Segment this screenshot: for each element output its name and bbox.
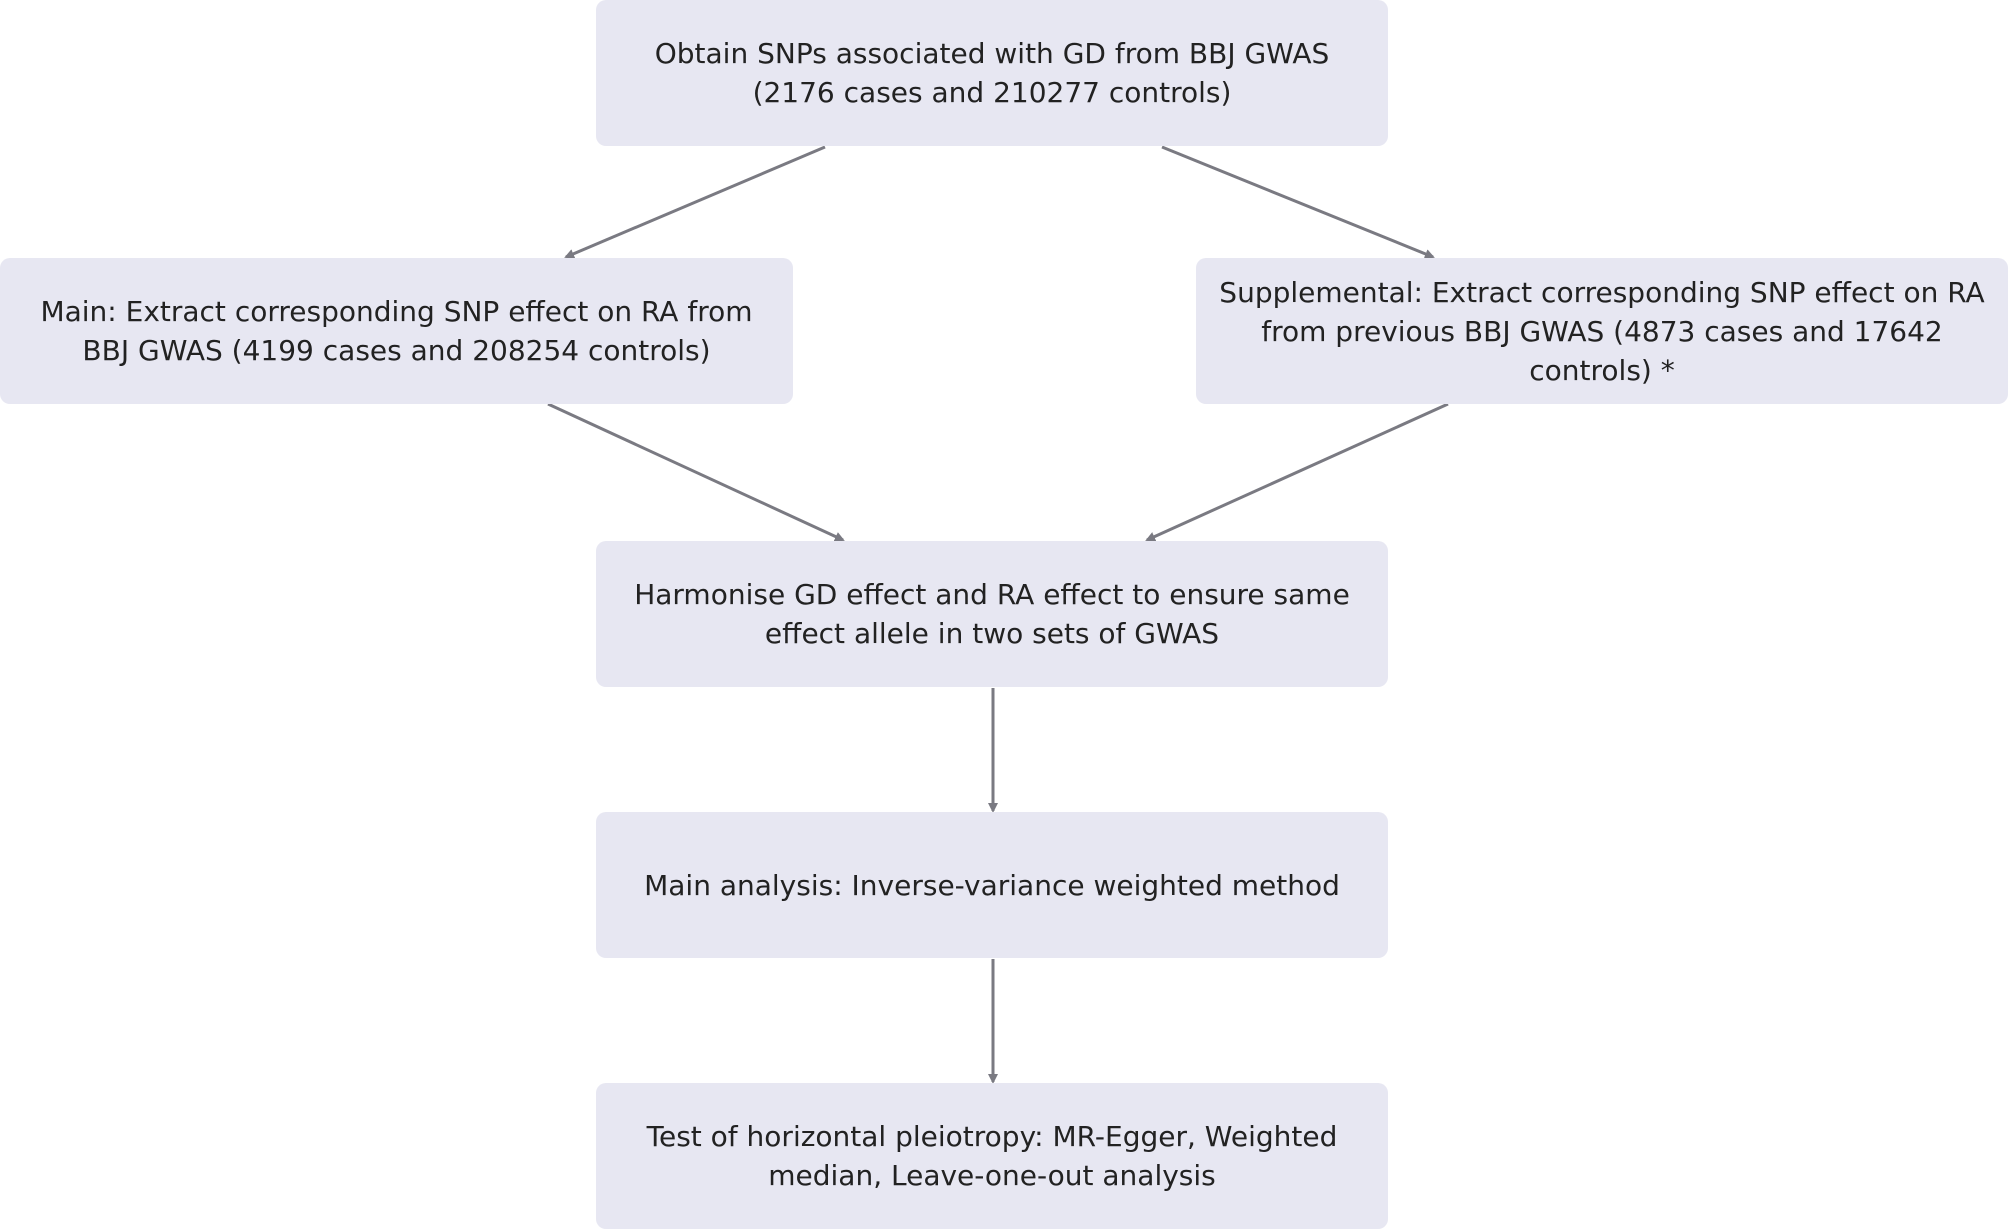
node-main-analysis: Main analysis: Inverse-variance weighted… xyxy=(596,812,1388,958)
arrow-supplemental-to-harmonise xyxy=(1145,402,1449,542)
node-main-extract-label: Main: Extract corresponding SNP effect o… xyxy=(40,295,753,367)
node-pleiotropy-test: Test of horizontal pleiotropy: MR-Egger,… xyxy=(596,1083,1388,1229)
node-obtain-snps: Obtain SNPs associated with GD from BBJ … xyxy=(596,0,1388,146)
arrow-obtain-to-main xyxy=(564,145,826,259)
node-harmonise: Harmonise GD effect and RA effect to ens… xyxy=(596,541,1388,687)
arrow-main-to-harmonise xyxy=(547,402,845,542)
node-main-analysis-label: Main analysis: Inverse-variance weighted… xyxy=(644,868,1340,902)
node-obtain-snps-label: Obtain SNPs associated with GD from BBJ … xyxy=(654,37,1330,109)
node-pleiotropy-test-label: Test of horizontal pleiotropy: MR-Egger,… xyxy=(646,1120,1338,1192)
node-main-extract: Main: Extract corresponding SNP effect o… xyxy=(0,258,793,404)
node-supplemental-extract-label: Supplemental: Extract corresponding SNP … xyxy=(1219,275,1985,387)
node-supplemental-extract: Supplemental: Extract corresponding SNP … xyxy=(1196,258,2008,404)
node-harmonise-label: Harmonise GD effect and RA effect to ens… xyxy=(634,578,1350,650)
arrow-obtain-to-supplemental xyxy=(1161,145,1435,259)
